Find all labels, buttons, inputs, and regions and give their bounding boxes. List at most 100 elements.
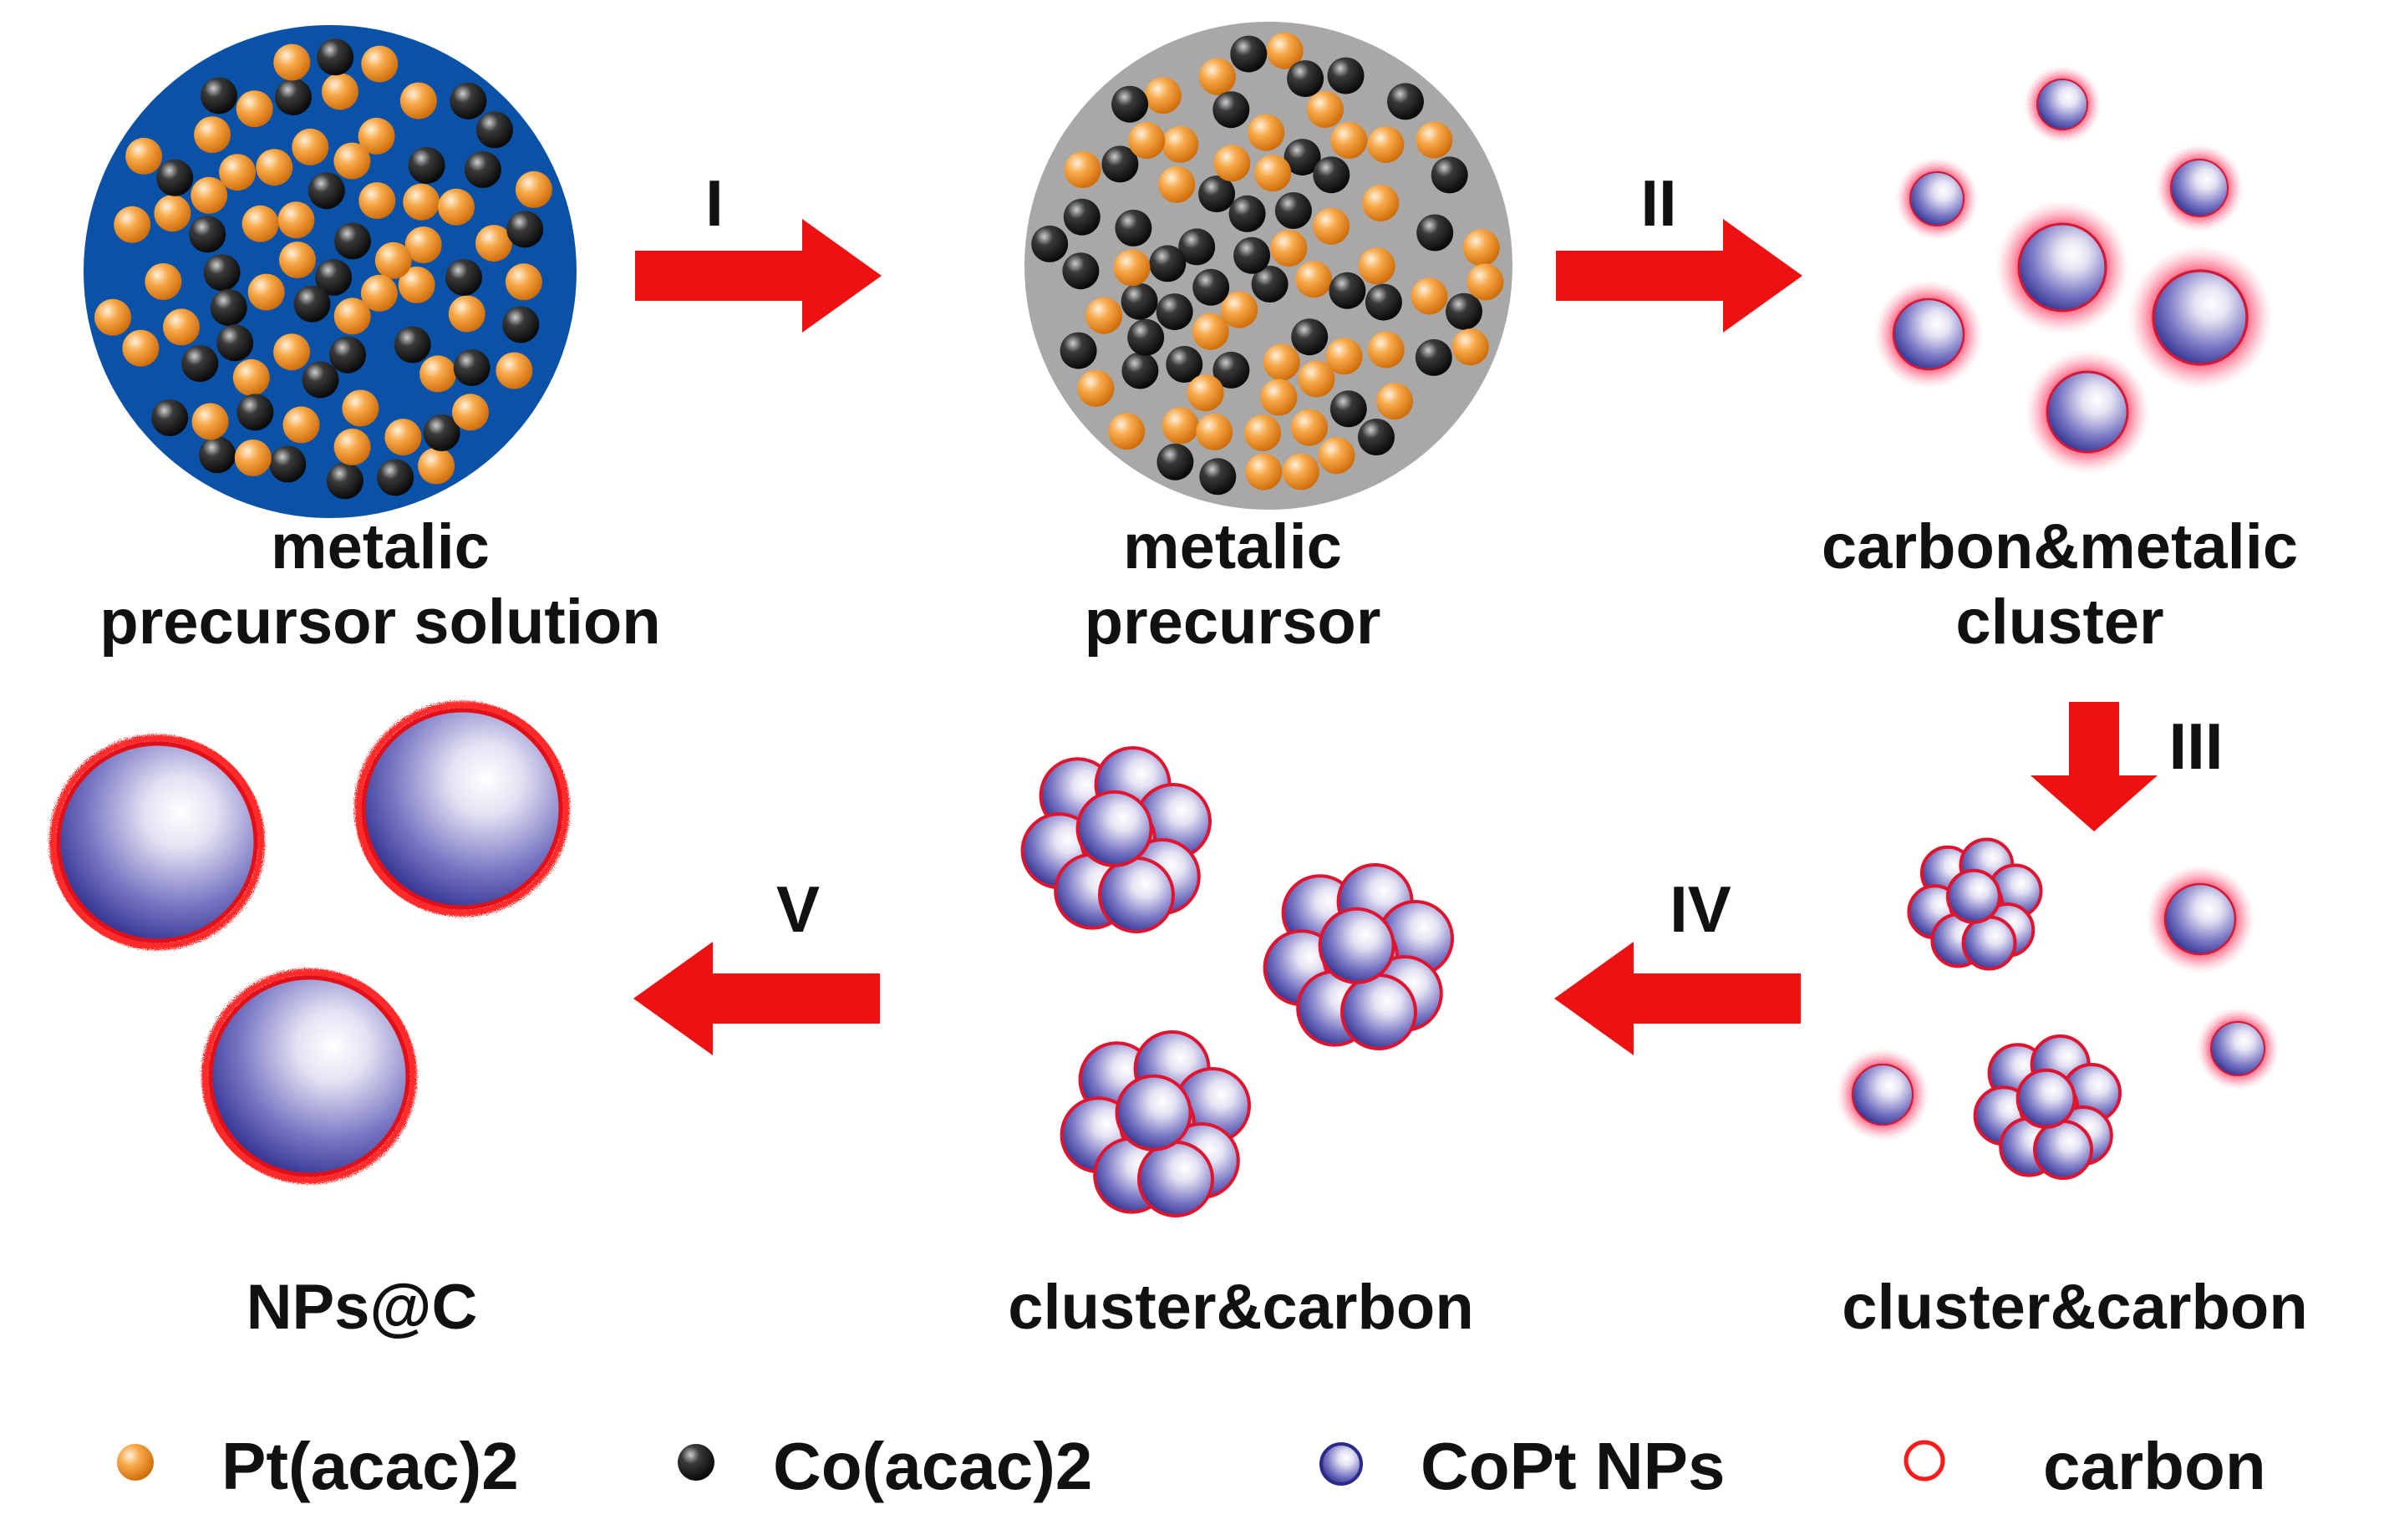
copt-sphere: [2046, 370, 2129, 454]
legend: Pt(acac)2 Co(acac)2 CoPt NPs carbon: [117, 1429, 2266, 1503]
step-3-label: III: [2168, 709, 2223, 783]
pt-particle: [419, 355, 457, 393]
co-particle: [181, 345, 219, 383]
pt-particle: [438, 188, 475, 226]
pt-particle: [1313, 207, 1350, 245]
pt-particle: [403, 183, 440, 221]
stage-solution-label-line-1: metalic: [271, 511, 490, 582]
legend-item-carbon: carbon: [1904, 1429, 2266, 1503]
legend-label-pt: Pt(acac)2: [221, 1429, 519, 1503]
pt-particle: [404, 226, 442, 264]
co-particle: [1291, 318, 1329, 356]
pt-particle: [1362, 185, 1400, 221]
co-particle: [506, 211, 544, 248]
pt-particle: [358, 117, 395, 155]
pt-particle: [1221, 291, 1258, 328]
carbon-coated-cluster: [2196, 1007, 2280, 1090]
pt-particle: [1077, 369, 1115, 407]
arrow-left-icon: [1554, 942, 1801, 1055]
pt-particle: [1376, 383, 1413, 420]
copt-sphere: [2017, 222, 2107, 313]
cluster-sphere: [1961, 915, 2017, 971]
co-particle: [1212, 91, 1250, 129]
co-particle: [329, 336, 367, 374]
co-particle: [1199, 458, 1237, 496]
co-particle: [394, 326, 431, 363]
co-particle: [1387, 83, 1424, 120]
copt-sphere: [208, 975, 410, 1177]
pt-particle: [1254, 155, 1292, 192]
co-particle: [1121, 282, 1158, 320]
copt-sphere: [361, 708, 563, 910]
step-4-label: IV: [1670, 872, 1731, 946]
arrow-right-icon: [1556, 219, 1802, 333]
co-particle: [1446, 292, 1482, 330]
pt-particle: [374, 241, 412, 279]
co-particle: [1313, 156, 1350, 194]
cluster-sphere: [1115, 1074, 1192, 1151]
stage-precursor-label-line-1: metalic: [1123, 511, 1342, 582]
co-particle: [1327, 57, 1365, 94]
pt-particle: [1325, 338, 1363, 375]
co-particle: [445, 259, 482, 296]
pt-particle: [1113, 249, 1151, 287]
pt-particle: [1213, 145, 1251, 182]
stage-carbon-metal-cluster-figure: [1873, 65, 2273, 475]
co-particle: [1115, 209, 1152, 247]
stage-cluster-carbon-2-label: cluster&carbon: [1008, 1272, 1474, 1343]
co-particle: [308, 172, 345, 210]
co-particle: [1365, 283, 1402, 321]
pt-particle: [154, 195, 191, 232]
pt-particle: [273, 333, 311, 371]
legend-item-pt: Pt(acac)2: [117, 1429, 519, 1503]
co-particle: [453, 349, 491, 386]
pt-particle: [1192, 313, 1229, 350]
step-1-label: I: [705, 166, 724, 240]
pt-particle: [1248, 114, 1285, 151]
pt-particle: [292, 128, 329, 165]
copt-sphere: [2163, 882, 2237, 956]
carbon-coated-cluster: [1895, 157, 1979, 241]
pt-particle: [496, 352, 533, 389]
pt-particle: [1270, 230, 1308, 267]
pt-particle: [241, 205, 279, 242]
carbon-shell: [49, 734, 265, 950]
stage-solution-figure: [84, 25, 577, 518]
copt-aggregate: [1973, 1034, 2122, 1180]
co-particle: [377, 459, 414, 496]
stage-carbon-metal-cluster-label-line-1: carbon&metalic: [1822, 511, 2298, 582]
pt-particle: [333, 428, 371, 465]
pt-particle: [1144, 77, 1182, 114]
co-particle: [1111, 85, 1149, 123]
pt-particle: [1085, 297, 1123, 334]
pt-particle: [234, 440, 272, 476]
stage-nps-c-figure: [49, 701, 570, 1184]
pt-particle: [322, 73, 358, 110]
arrow-down-icon: [2031, 702, 2158, 831]
co-particle: [189, 216, 226, 253]
co-particle: [1063, 198, 1101, 236]
copt-sphere: [56, 741, 258, 943]
co-particle: [1060, 332, 1097, 369]
carbon-coated-cluster: [1873, 279, 1984, 389]
pt-particle: [448, 295, 485, 333]
co-particle: [1121, 352, 1159, 389]
precursor-particles: [1031, 32, 1504, 496]
copt-sphere: [2210, 1021, 2265, 1076]
pt-particle: [1295, 261, 1333, 298]
carbon-coated-cluster: [2155, 144, 2244, 232]
pt-particle: [333, 142, 371, 180]
pt-particle: [1367, 126, 1405, 163]
legend-item-copt: CoPt NPs: [1319, 1429, 1726, 1503]
pt-particle: [145, 263, 182, 300]
pt-particle: [1128, 122, 1166, 160]
co-particle: [156, 159, 194, 196]
co-particle: [1329, 390, 1367, 428]
stage-solution-label-line-2: precursor solution: [99, 587, 660, 658]
co-particle: [450, 82, 487, 119]
copt-aggregate: [1020, 746, 1212, 933]
blue-sphere-icon: [1319, 1442, 1363, 1486]
pt-particle: [418, 447, 455, 485]
pt-particle: [515, 170, 552, 208]
co-particle: [1192, 268, 1230, 306]
